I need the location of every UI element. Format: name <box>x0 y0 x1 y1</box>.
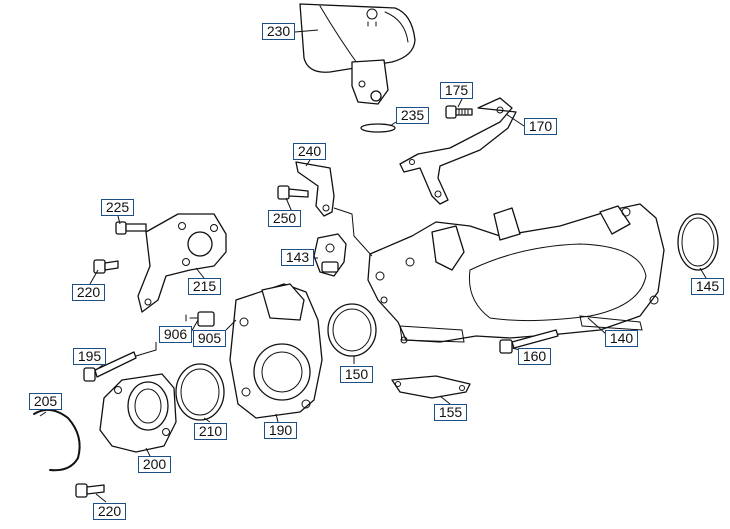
callout-250[interactable]: 250 <box>268 210 301 227</box>
part-200-flange[interactable] <box>99 373 177 453</box>
part-170-bracket[interactable] <box>399 97 517 205</box>
part-160-bolt[interactable] <box>499 329 559 354</box>
callout-140[interactable]: 140 <box>605 330 638 347</box>
part-150-gasket[interactable] <box>327 303 377 357</box>
callout-225[interactable]: 225 <box>101 199 134 216</box>
part-250-bolt[interactable] <box>277 185 309 200</box>
part-205-clamp[interactable] <box>33 408 81 472</box>
part-145-seal[interactable] <box>677 213 719 271</box>
callout-240[interactable]: 240 <box>293 143 326 160</box>
callout-905[interactable]: 905 <box>193 330 226 347</box>
callout-190[interactable]: 190 <box>264 422 297 439</box>
part-220-bolt-upper[interactable] <box>93 259 119 274</box>
callout-906[interactable]: 906 <box>159 326 192 343</box>
part-195-bolt[interactable] <box>83 351 137 382</box>
callout-160[interactable]: 160 <box>518 348 551 365</box>
callout-145[interactable]: 145 <box>691 278 724 295</box>
part-140-manifold[interactable] <box>367 203 665 344</box>
callout-150[interactable]: 150 <box>340 366 373 383</box>
part-230-cover[interactable] <box>299 3 416 105</box>
callout-155[interactable]: 155 <box>434 404 467 421</box>
part-210-gasket[interactable] <box>175 363 225 421</box>
part-225-bolt[interactable] <box>115 221 147 235</box>
callout-205[interactable]: 205 <box>29 393 62 410</box>
callout-220-upper[interactable]: 220 <box>72 284 105 301</box>
part-215-bracket[interactable] <box>137 213 227 313</box>
callout-195[interactable]: 195 <box>73 348 106 365</box>
part-905-connector[interactable] <box>185 311 215 327</box>
part-175-bolt[interactable] <box>445 105 473 119</box>
callout-230[interactable]: 230 <box>262 23 295 40</box>
callout-175[interactable]: 175 <box>440 82 473 99</box>
callout-170[interactable]: 170 <box>524 118 557 135</box>
callout-143[interactable]: 143 <box>281 249 314 266</box>
callout-210[interactable]: 210 <box>194 423 227 440</box>
part-143-sensor[interactable] <box>313 233 347 277</box>
part-190-throttle-body[interactable] <box>229 283 323 419</box>
callout-235[interactable]: 235 <box>396 107 429 124</box>
part-220-bolt-lower[interactable] <box>75 483 105 498</box>
part-240-bracket[interactable] <box>295 161 335 217</box>
callout-220-lower[interactable]: 220 <box>93 503 126 520</box>
callout-215[interactable]: 215 <box>188 278 221 295</box>
part-155-gasket[interactable] <box>391 375 471 399</box>
part-235-oring[interactable] <box>360 123 396 133</box>
callout-200[interactable]: 200 <box>138 456 171 473</box>
